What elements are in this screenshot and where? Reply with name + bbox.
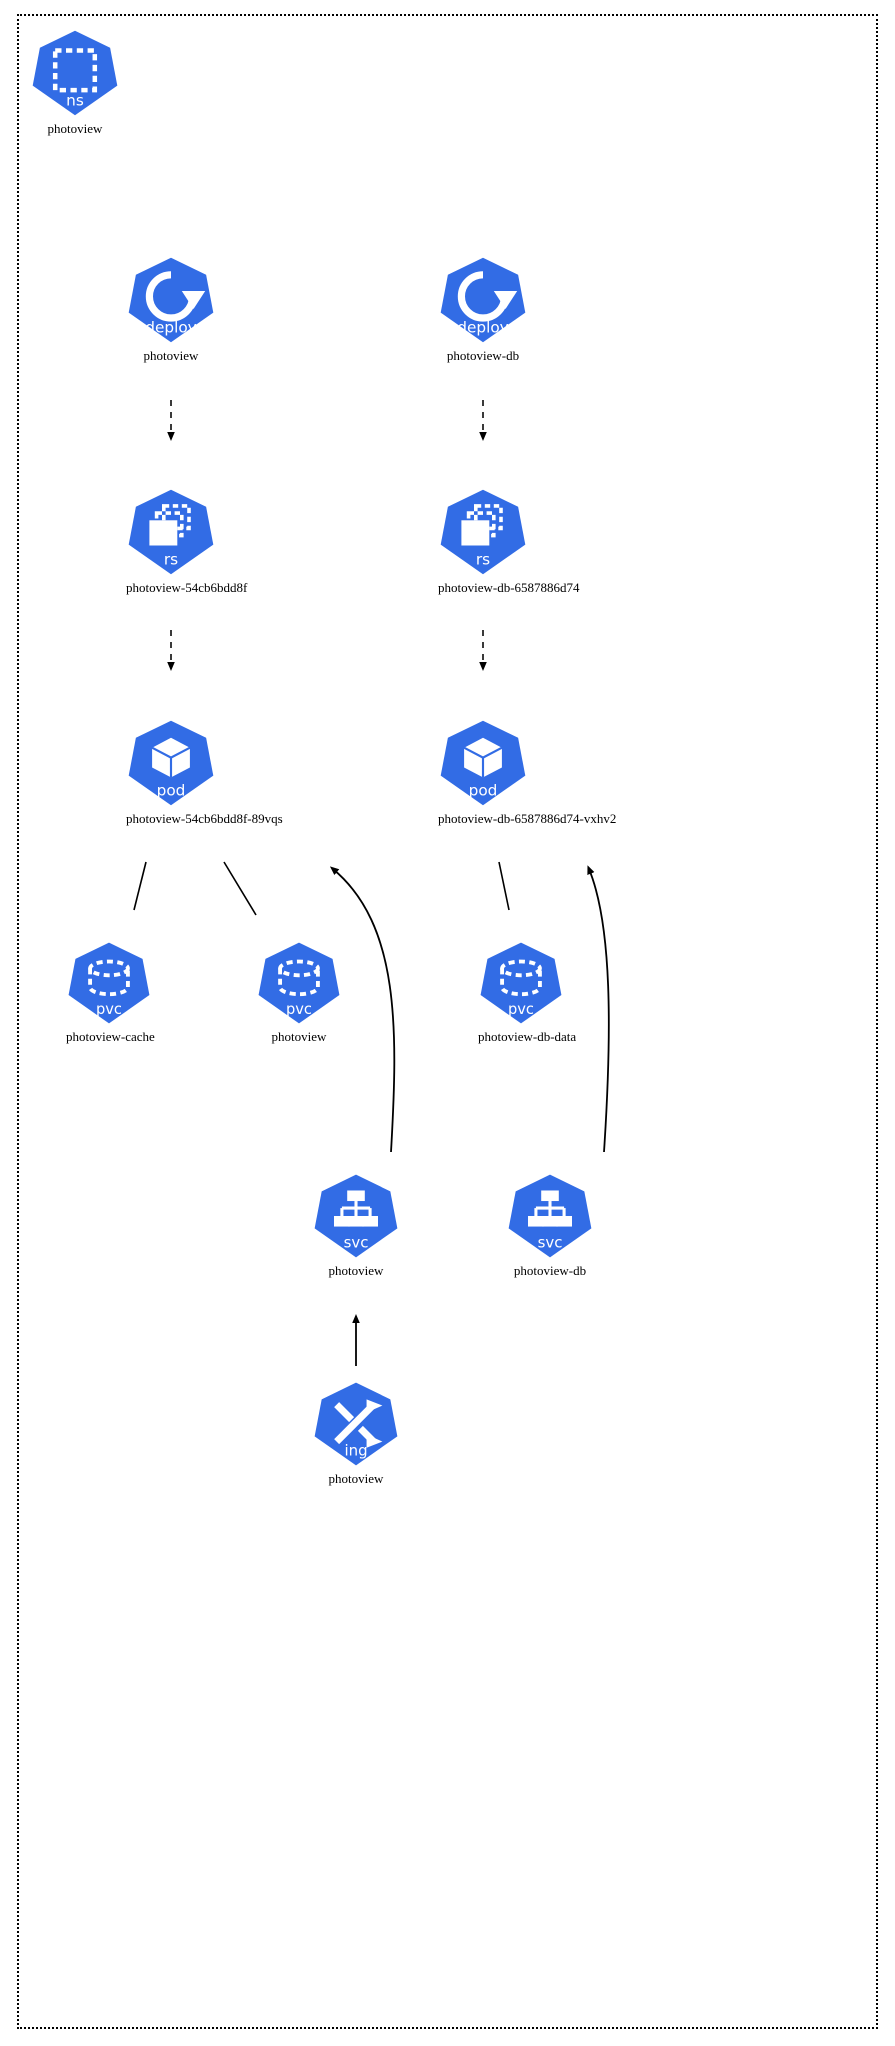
node-label: photoview — [328, 1471, 384, 1486]
node-label: photoview-54cb6bdd8f-89vqs — [126, 811, 283, 826]
node-rs-photoview[interactable]: rs photoview-54cb6bdd8f — [126, 487, 248, 595]
svc-kind-text: svc — [344, 1234, 369, 1252]
node-pvc-photoview-db-data[interactable]: pvc photoview-db-data — [478, 940, 577, 1044]
persistentvolumeclaim-icon: pvc — [68, 942, 150, 1024]
replicaset-icon: rs — [440, 489, 526, 575]
node-pod-photoview-db[interactable]: pod photoview-db-6587886d74-vxhv2 — [438, 718, 617, 826]
pvc-kind-text: pvc — [508, 1001, 534, 1018]
pvc-kind-text: pvc — [286, 1001, 312, 1018]
pod-icon: pod — [440, 720, 526, 806]
node-pvc-photoview[interactable]: pvc photoview — [256, 940, 342, 1044]
replicaset-icon: rs — [128, 489, 214, 575]
service-icon: svc — [508, 1174, 592, 1258]
node-ns-photoview[interactable]: ns photoview — [30, 28, 120, 136]
node-ing-photoview[interactable]: ing photoview — [312, 1380, 400, 1486]
ing-kind-text: ing — [344, 1442, 367, 1460]
node-label: photoview — [47, 121, 103, 136]
node-label: photoview — [271, 1029, 327, 1044]
deploy-kind-text: deploy — [145, 318, 196, 336]
rs-kind-text: rs — [476, 550, 490, 568]
node-pod-photoview[interactable]: pod photoview-54cb6bdd8f-89vqs — [126, 718, 283, 826]
deployment-icon: deploy — [128, 257, 214, 343]
node-label: photoview — [328, 1263, 384, 1278]
namespace-boundary — [17, 14, 878, 2029]
ns-kind-text: ns — [66, 91, 84, 109]
node-label: photoview-db-data — [478, 1029, 577, 1044]
pod-icon: pod — [128, 720, 214, 806]
node-label: photoview-db-6587886d74 — [438, 580, 580, 595]
rs-kind-text: rs — [164, 550, 178, 568]
node-rs-photoview-db[interactable]: rs photoview-db-6587886d74 — [438, 487, 580, 595]
deploy-kind-text: deploy — [457, 318, 508, 336]
node-label: photoview — [143, 348, 199, 363]
node-deploy-photoview[interactable]: deploy photoview — [126, 255, 216, 363]
deployment-icon: deploy — [440, 257, 526, 343]
pvc-kind-text: pvc — [96, 1001, 122, 1018]
node-label: photoview-54cb6bdd8f — [126, 580, 248, 595]
pod-kind-text: pod — [157, 781, 186, 799]
node-svc-photoview-db[interactable]: svc photoview-db — [506, 1172, 594, 1278]
node-svc-photoview[interactable]: svc photoview — [312, 1172, 400, 1278]
svc-kind-text: svc — [538, 1234, 563, 1252]
node-label: photoview-cache — [66, 1029, 155, 1044]
node-pvc-photoview-cache[interactable]: pvc photoview-cache — [66, 940, 155, 1044]
node-label: photoview-db — [513, 1263, 587, 1278]
namespace-icon: ns — [32, 30, 118, 116]
node-label: photoview-db — [446, 348, 520, 363]
node-deploy-photoview-db[interactable]: deploy photoview-db — [438, 255, 528, 363]
pod-kind-text: pod — [469, 781, 498, 799]
ingress-icon: ing — [314, 1382, 398, 1466]
persistentvolumeclaim-icon: pvc — [258, 942, 340, 1024]
node-label: photoview-db-6587886d74-vxhv2 — [438, 811, 617, 826]
persistentvolumeclaim-icon: pvc — [480, 942, 562, 1024]
service-icon: svc — [314, 1174, 398, 1258]
